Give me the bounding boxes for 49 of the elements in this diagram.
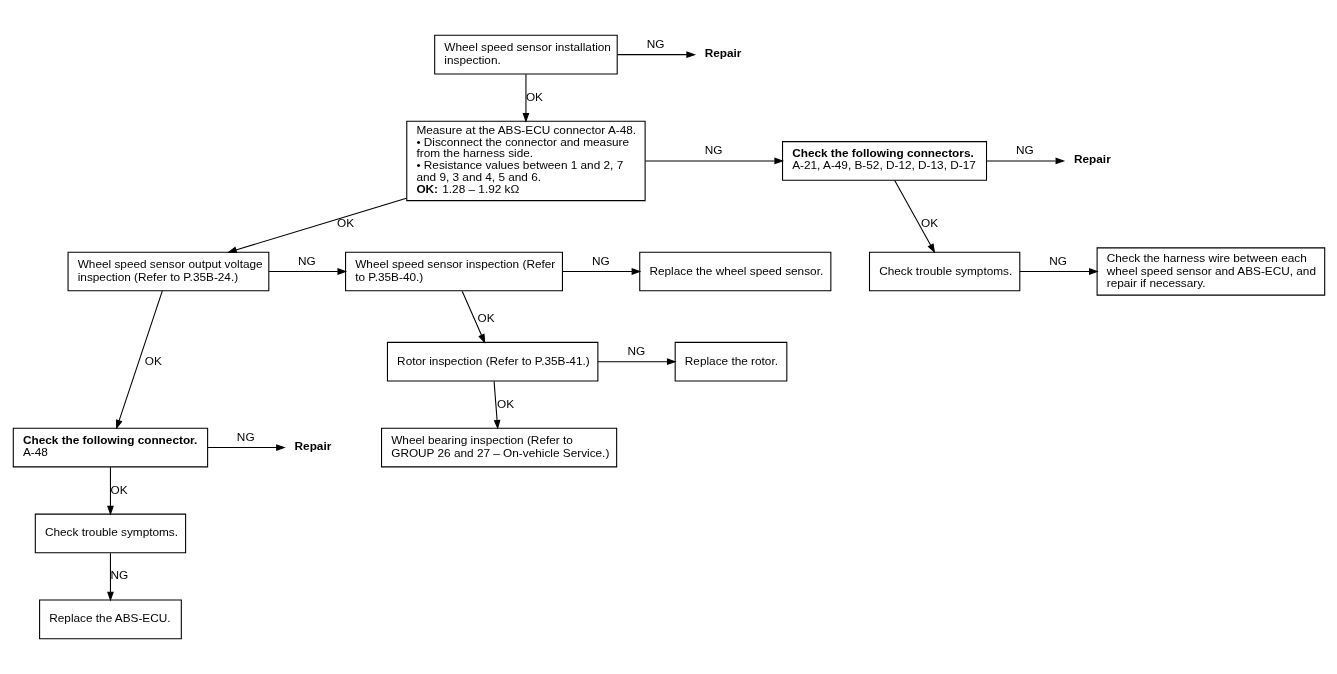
node-box: Replace the ABS-ECU. [38,599,182,640]
node-box: Check trouble symptoms. [868,251,1020,292]
arrow [522,73,529,123]
node-box: Measure at the ABS-ECU connector A-48. • Disconnect the connector and measure from the harness side. • Resistance values between 1 and 2, 7 and 9, 3 and 4, 5 and 6. OK: 1.28 – 1.92 kΩ [405,120,646,202]
arrow [226,197,407,254]
arrow [206,444,286,451]
edge-label: OK [525,89,543,104]
arrow [106,552,114,602]
arrow [985,157,1065,165]
arrow [893,179,935,254]
node-box: Wheel bearing inspection (Refer to GROUP 26 and 27 – On-vehicle Service.) [380,427,617,468]
edge-label: NG [704,143,722,158]
node-box: Check the harness wire between each wheel speed sensor and ABS-ECU, and repair if necessary. [1096,247,1325,296]
edge-label: OK [144,353,162,368]
edge-label: OK [496,396,514,411]
node-text: Repair [294,438,331,453]
node-text: Repair [1073,151,1111,166]
node-box: Wheel speed sensor installation inspection. [433,34,618,75]
edge-label: OK [920,216,938,231]
arrow [1018,268,1099,275]
arrow [115,290,163,430]
edge-label: NG [1048,253,1067,268]
arrow [596,358,677,366]
node-text: Repair [704,45,741,60]
arrow [493,380,500,430]
edge-label: OK [477,310,495,325]
node-box: Check trouble symptoms. [34,513,186,554]
edge-label: NG [646,36,664,51]
node-box: Replace the wheel speed sensor. [638,251,831,292]
arrow [644,157,784,165]
edge-label: NG [236,429,255,444]
node-box: Wheel speed sensor inspection (Refer to P.35B-40.) [344,251,563,292]
arrow [461,290,485,344]
node-box: Replace the rotor. [674,341,787,382]
edge-label: NG [109,568,128,583]
edge-label: NG [1015,143,1034,158]
edge-label: NG [626,344,645,359]
arrow [616,51,696,59]
edge-label: NG [297,253,316,268]
edge-label: OK [336,216,354,231]
edge-label: NG [591,253,610,268]
edge-label: OK [109,482,127,497]
arrow [561,268,641,275]
node-box: Check the following connectors. A-21, A-49, B-52, D-12, D-13, D-17 [781,141,987,181]
node-box: Wheel speed sensor output voltage inspection (Refer to P.35B-24.) [67,251,269,292]
node-box: Rotor inspection (Refer to P.35B-41.) [386,341,598,382]
arrow [106,466,114,516]
node-box: Check the following connector. A-48 [12,427,208,468]
arrow [268,268,347,275]
